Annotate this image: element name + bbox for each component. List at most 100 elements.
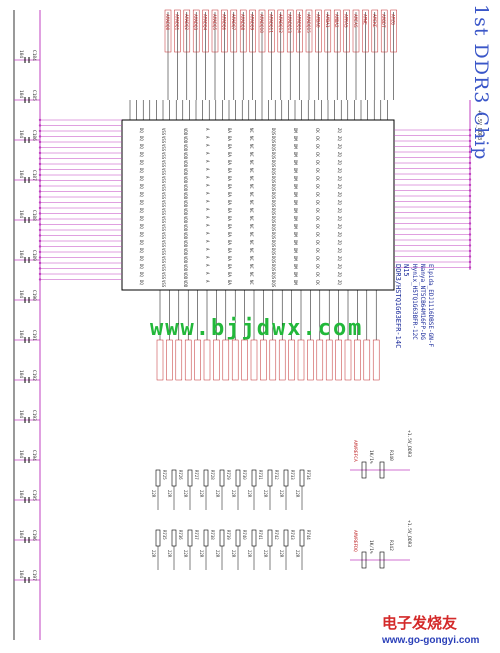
net-flag: [230, 9, 238, 53]
pin-name: VDD: [183, 144, 188, 152]
net-flag: [380, 9, 388, 53]
junction: [468, 238, 472, 242]
pin-name: A: [205, 264, 210, 267]
chip-alt-3: Elpida_EDJ1116DBSE-GN-F: [427, 264, 434, 348]
pin-name: A: [205, 144, 210, 147]
net-flag: [343, 9, 350, 53]
net-label: AMADQ2: [183, 14, 189, 31]
pin-name: VSS: [161, 240, 166, 248]
pin-name: VDD: [183, 168, 188, 176]
cap-value: 104: [18, 530, 24, 538]
net-label: AMBA1: [324, 14, 330, 28]
pin-name: DQ: [139, 232, 144, 237]
pin-name: DQ: [139, 280, 144, 285]
pin-name: VSS: [161, 152, 166, 160]
pin-name: NC: [249, 184, 254, 189]
logo-name: 电子发烧友: [382, 615, 458, 632]
pin-name: VDD: [183, 240, 188, 248]
pin-name: CK: [315, 128, 320, 133]
junction: [38, 206, 42, 210]
resistor: [235, 529, 241, 547]
junction: [468, 266, 472, 269]
pin-name: A: [205, 160, 210, 163]
cap-label: C194: [31, 450, 37, 461]
net-flag: [184, 339, 192, 381]
pin-name: CK: [315, 256, 320, 261]
net-label: AMADQ9: [249, 14, 255, 31]
pin-name: ZQ: [337, 248, 342, 253]
pin-name: BA: [227, 248, 232, 253]
resistor: [235, 469, 241, 487]
net-label: AMADQ7: [230, 14, 236, 31]
pin-name: DM: [293, 136, 298, 141]
cap-value: 104: [18, 410, 24, 418]
net-label: AMADQ13: [286, 14, 292, 33]
pin-name: NC: [249, 176, 254, 181]
pin-name: DM: [293, 232, 298, 237]
net-flag: [231, 339, 239, 381]
pin-name: BA: [227, 224, 232, 229]
res-value: 22R: [295, 490, 300, 498]
junction: [468, 227, 472, 231]
logo-url: www.go-gongyi.com: [382, 635, 480, 646]
pin-name: DQ: [139, 248, 144, 253]
net-flag: [277, 9, 285, 53]
pin-name: ZQ: [337, 264, 342, 269]
resistor: [283, 529, 289, 547]
net-flag: [183, 9, 191, 53]
pin-name: BA: [227, 152, 232, 157]
pin-name: NC: [249, 248, 254, 253]
cap-value: 104: [18, 250, 24, 258]
net-flag: [352, 9, 360, 53]
pin-name: CK: [315, 168, 320, 173]
vref-net: AMVREFDQ: [352, 530, 358, 552]
res-label: R731: [258, 470, 263, 480]
pin-name: NC: [249, 200, 254, 205]
pin-name: VSS: [161, 192, 166, 200]
res-value: 22R: [151, 490, 156, 498]
pin-name: DQ: [139, 184, 144, 189]
pin-name: DQ: [139, 208, 144, 213]
pin-name: NC: [249, 136, 254, 141]
pin-name: VDD: [183, 160, 188, 168]
pin-name: NC: [249, 160, 254, 165]
pin-name: BA: [227, 272, 232, 277]
pin-name: DQS: [271, 272, 276, 280]
pin-name: CK: [315, 160, 320, 165]
pin-name: NC: [249, 128, 254, 133]
pin-name: ZQ: [337, 136, 342, 141]
pin-name: DQ: [139, 216, 144, 221]
pin-name: A: [205, 192, 210, 195]
junction: [468, 211, 472, 214]
net-flag: [372, 339, 380, 381]
junction: [38, 272, 42, 276]
pin-name: VDD: [183, 128, 188, 136]
pin-name: A: [205, 176, 210, 179]
pin-name: ZQ: [337, 208, 342, 213]
resistor: [299, 529, 305, 547]
pin-name: VDD: [183, 224, 188, 232]
net-flag: [268, 9, 275, 53]
net-flag: [315, 9, 322, 53]
resistor: [219, 529, 225, 547]
junction: [38, 267, 42, 270]
net-label: AMBA2: [333, 14, 339, 28]
power-label: +1.5V_DDR3: [406, 520, 412, 547]
pin-name: CK: [315, 280, 320, 285]
pin-name: A: [205, 240, 210, 243]
pin-name: VSS: [161, 264, 166, 272]
pin-name: ZQ: [337, 128, 342, 133]
junction: [38, 157, 42, 160]
net-flag: [156, 339, 164, 381]
net-label: AMBA0: [314, 14, 320, 28]
res-value: 22R: [151, 550, 156, 558]
net-label: AMCAS: [352, 14, 358, 28]
pin-name: BA: [227, 128, 232, 133]
pin-name: VDD: [183, 184, 188, 192]
junction: [38, 162, 42, 166]
pin-name: A: [205, 184, 210, 187]
vref-res-label: R140: [388, 450, 394, 461]
junction: [38, 190, 42, 193]
res-value: 22R: [231, 490, 236, 498]
